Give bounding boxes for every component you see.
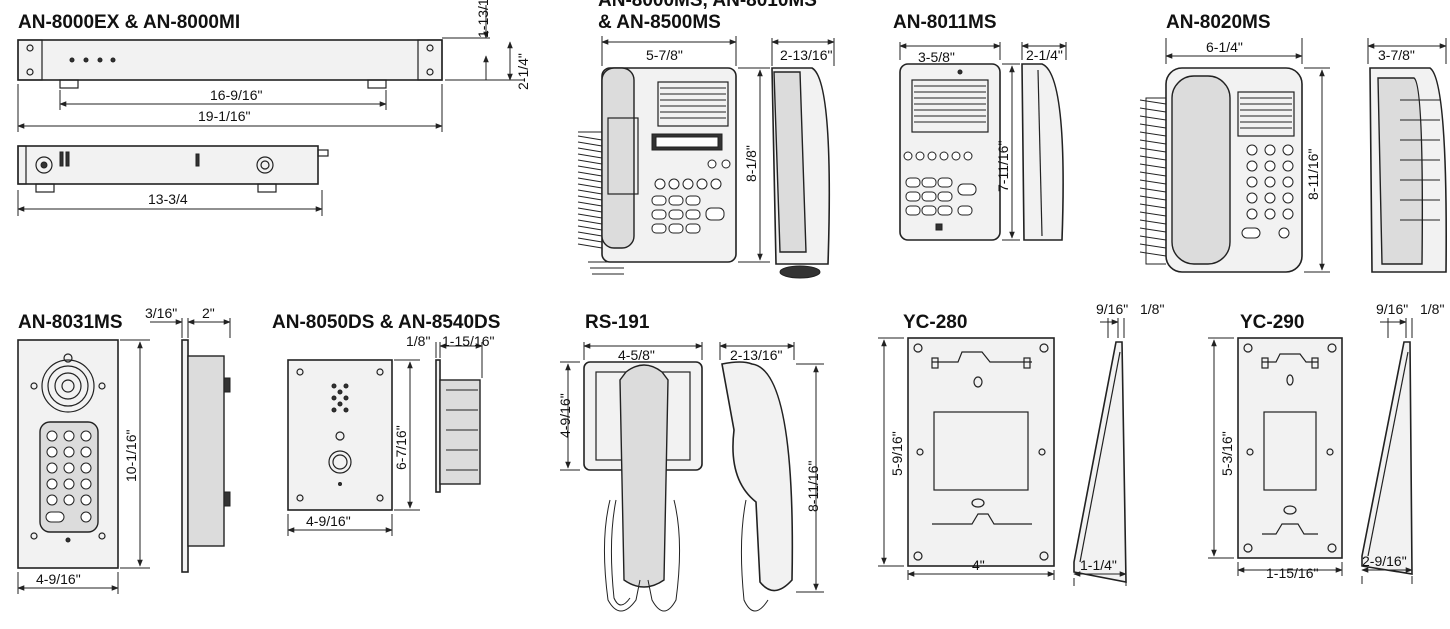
an8500-handset bbox=[601, 67, 635, 249]
an8011-title: AN-8011MS bbox=[893, 12, 997, 33]
yc290-dim-height: 5-3/16" bbox=[1219, 431, 1235, 476]
an8011-dim-width: 3-5/8" bbox=[918, 49, 955, 65]
yc280-dim-depth: 1-1/4" bbox=[1080, 557, 1117, 573]
yc280-dim-width: 4" bbox=[972, 557, 985, 573]
an8031-title: AN-8031MS bbox=[18, 312, 123, 333]
an8500-dim-depth: 2-13/16" bbox=[780, 47, 832, 63]
an8011-side-view bbox=[1021, 63, 1064, 241]
an8020-section: AN-8020MS 6-1/4" 8-11/16" 3-7/8" bbox=[1139, 12, 1447, 273]
an8000-section: AN-8000EX & AN-8000MI 1-13/16" 2-1/4" 16… bbox=[17, 0, 531, 216]
an8031-dim-width: 4-9/16" bbox=[36, 571, 81, 587]
an8000-dim-depth: 2-1/4" bbox=[515, 53, 531, 90]
rs191-section: RS-191 4-5/8" 4-9/16" 2-13/16" 8-11/16" bbox=[557, 312, 824, 612]
yc290-dim-depth: 2-9/16" bbox=[1362, 553, 1407, 569]
an8031-dim-height: 10-1/16" bbox=[123, 430, 139, 482]
an8020-dim-depth: 3-7/8" bbox=[1378, 47, 1415, 63]
an8500-title-line1: AN-8000MS, AN-8010MS bbox=[598, 0, 817, 11]
an8000-title: AN-8000EX & AN-8000MI bbox=[18, 12, 240, 33]
yc290-title: YC-290 bbox=[1240, 312, 1304, 333]
yc290-section: YC-290 5-3/16" 1-15/16" 9/16" 1/8" 2-9/1… bbox=[1208, 301, 1444, 584]
an8020-handset bbox=[1171, 75, 1231, 265]
an8031-dim-depth: 2" bbox=[202, 305, 215, 321]
yc280-side-view bbox=[1073, 341, 1127, 583]
an8050-dim-width: 4-9/16" bbox=[306, 513, 351, 529]
yc280-front-view bbox=[907, 337, 1055, 567]
an8011-section: AN-8011MS 3-5/8" 7-11/16" 2-1/4" bbox=[893, 12, 1067, 241]
rs191-dim-width: 4-5/8" bbox=[618, 347, 655, 363]
an8050-dim-height: 6-7/16" bbox=[393, 425, 409, 470]
an8031-side-view bbox=[181, 339, 189, 573]
yc280-section: YC-280 5-9/16" 4" 9/16" 1/8" 1-1/4" bbox=[878, 301, 1164, 586]
an8050-dim-flange: 1/8" bbox=[406, 333, 430, 349]
yc290-dim-top-offset: 9/16" bbox=[1376, 301, 1408, 317]
rs191-title: RS-191 bbox=[585, 312, 650, 333]
rs191-dim-height: 4-9/16" bbox=[557, 393, 573, 438]
yc290-dim-thickness: 1/8" bbox=[1420, 301, 1444, 317]
yc280-title: YC-280 bbox=[903, 312, 967, 333]
an8000-dim-inner-width: 16-9/16" bbox=[210, 87, 262, 103]
an8011-dim-height: 7-11/16" bbox=[995, 141, 1011, 192]
an8011-dim-depth: 2-1/4" bbox=[1026, 47, 1063, 63]
rs191-side-view bbox=[721, 361, 794, 592]
an8031-section: AN-8031MS 10-1/16" 4-9/16" 3/16" 2" bbox=[17, 305, 231, 594]
an8500-title-line2: & AN-8500MS bbox=[598, 12, 721, 33]
yc290-front-view bbox=[1237, 337, 1343, 559]
an8031-dim-flange: 3/16" bbox=[145, 305, 177, 321]
an8000-dim-side-depth: 13-3/4 bbox=[148, 191, 188, 207]
an8020-dim-width: 6-1/4" bbox=[1206, 39, 1243, 55]
rs191-dim-total-height: 8-11/16" bbox=[805, 461, 821, 512]
an8000-front-view bbox=[17, 39, 443, 81]
yc280-dim-top-offset: 9/16" bbox=[1096, 301, 1128, 317]
rs191-dim-depth: 2-13/16" bbox=[730, 347, 782, 363]
an8050-dim-depth: 1-15/16" bbox=[442, 333, 494, 349]
an8020-dim-height: 8-11/16" bbox=[1305, 149, 1321, 200]
rs191-handset bbox=[619, 364, 669, 588]
an8500-dim-width: 5-7/8" bbox=[646, 47, 683, 63]
yc280-dim-height: 5-9/16" bbox=[889, 431, 905, 476]
an8050-front-view bbox=[287, 359, 393, 511]
an8000-dim-height: 1-13/16" bbox=[475, 0, 491, 38]
yc280-dim-thickness: 1/8" bbox=[1140, 301, 1164, 317]
an8050-title: AN-8050DS & AN-8540DS bbox=[272, 312, 500, 333]
an8050-section: AN-8050DS & AN-8540DS 6-7/16" 4-9/16" 1/… bbox=[272, 312, 500, 536]
yc290-dim-width: 1-15/16" bbox=[1266, 565, 1318, 581]
an8000-dim-width: 19-1/16" bbox=[198, 108, 250, 124]
an8020-title: AN-8020MS bbox=[1166, 12, 1271, 33]
an8500-section: AN-8000MS, AN-8010MS & AN-8500MS 5-7/8" … bbox=[577, 0, 835, 279]
an8500-dim-height: 8-1/8" bbox=[743, 145, 759, 182]
